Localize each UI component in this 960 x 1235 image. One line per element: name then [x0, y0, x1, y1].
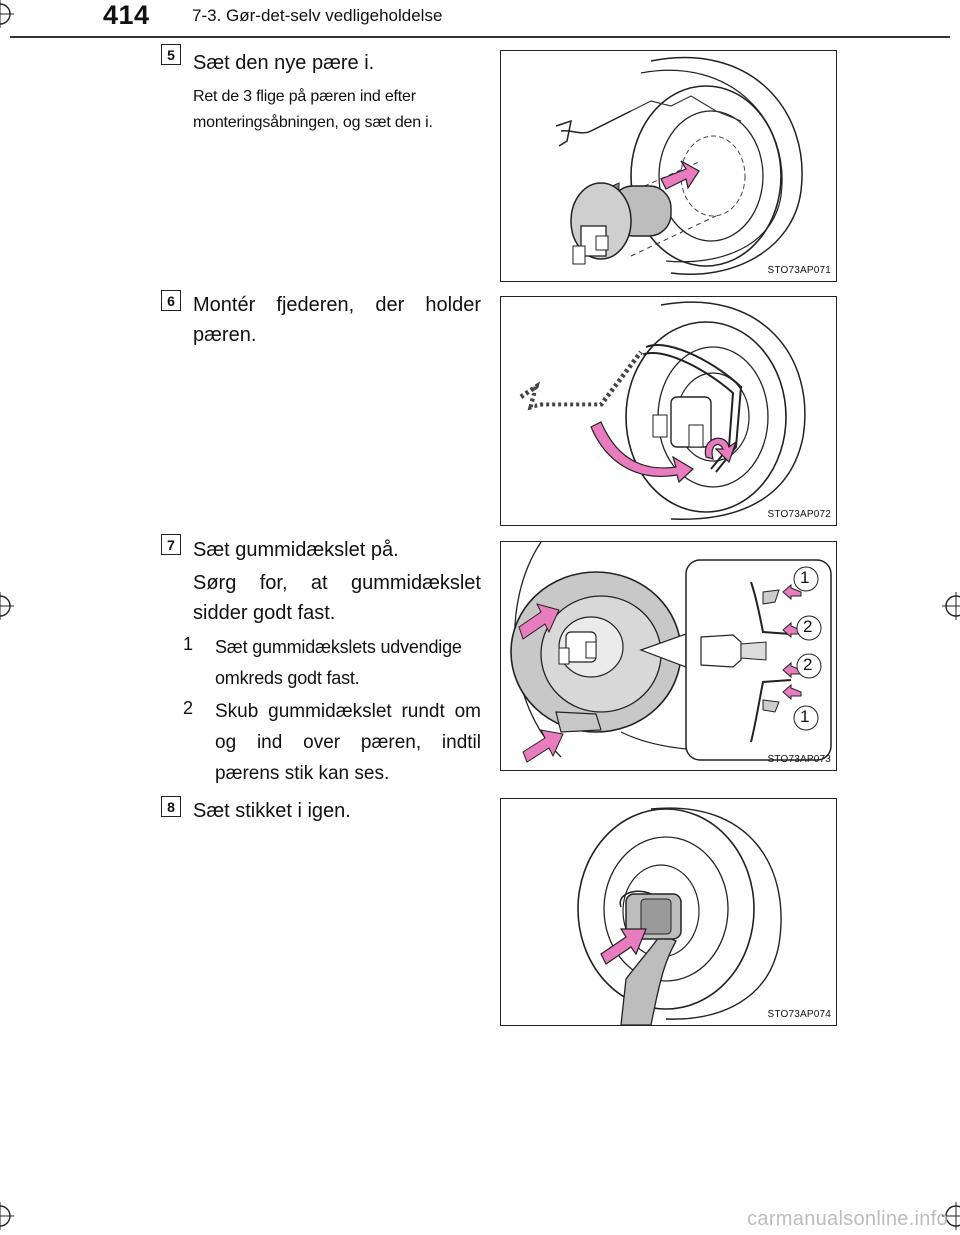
step-number-badge: 7	[161, 534, 181, 555]
substep-text: Skub gummidækslet rundt om og ind over p…	[215, 701, 481, 784]
step-number-badge: 5	[161, 44, 181, 65]
figure-insert-bulb: STO73AP071	[500, 50, 837, 282]
registration-mark-icon	[0, 0, 14, 28]
spring-install-illustration	[519, 301, 806, 520]
figure-reconnect-plug: STO73AP074	[500, 798, 837, 1026]
callout-label: 1	[800, 568, 810, 587]
figure-code: STO73AP073	[767, 754, 831, 765]
callout-label: 2	[803, 617, 813, 636]
watermark: carmanualsonline.info	[747, 1208, 948, 1230]
rubber-cover-illustration	[510, 542, 832, 763]
callout-label: 2	[803, 655, 813, 674]
plug-reconnect-illustration	[577, 807, 782, 1025]
chapter-title: 7-3. Gør-det-selv vedligeholdelse	[192, 6, 443, 25]
page-number: 414	[103, 0, 150, 30]
registration-mark-icon	[942, 1202, 960, 1230]
bulb-insert-illustration	[555, 56, 803, 275]
step-number-badge: 8	[161, 796, 181, 817]
step-title: Sæt den nye pære i.	[193, 52, 375, 74]
registration-mark-icon	[0, 1202, 14, 1230]
header-rule	[10, 36, 950, 38]
figure-code: STO73AP074	[767, 1009, 831, 1020]
step-number-badge: 6	[161, 290, 181, 311]
step-title: Sæt gummidækslet på.	[193, 539, 399, 561]
registration-mark-icon	[942, 592, 960, 620]
substep-number: 1	[183, 634, 194, 654]
figure-code: STO73AP071	[767, 265, 831, 276]
figure-fit-rubber-cover: 1 2 2 1 STO73AP073	[500, 541, 837, 771]
figure-install-spring: STO73AP072	[500, 296, 837, 526]
step-title: Montér fjederen, der holder pæren.	[193, 294, 481, 346]
registration-mark-icon	[0, 592, 14, 620]
substep-number: 2	[183, 698, 194, 718]
figure-code: STO73AP072	[767, 509, 831, 520]
step-note: Ret de 3 flige på pæren ind efter monter…	[193, 88, 433, 131]
callout-label: 1	[800, 707, 810, 726]
step-title: Sæt stikket i igen.	[193, 800, 351, 822]
substep-text: Sæt gummidækslets udven­dige omkreds god…	[215, 637, 462, 688]
step-note: Sørg for, at gummidækslet sidder godt fa…	[193, 572, 481, 624]
